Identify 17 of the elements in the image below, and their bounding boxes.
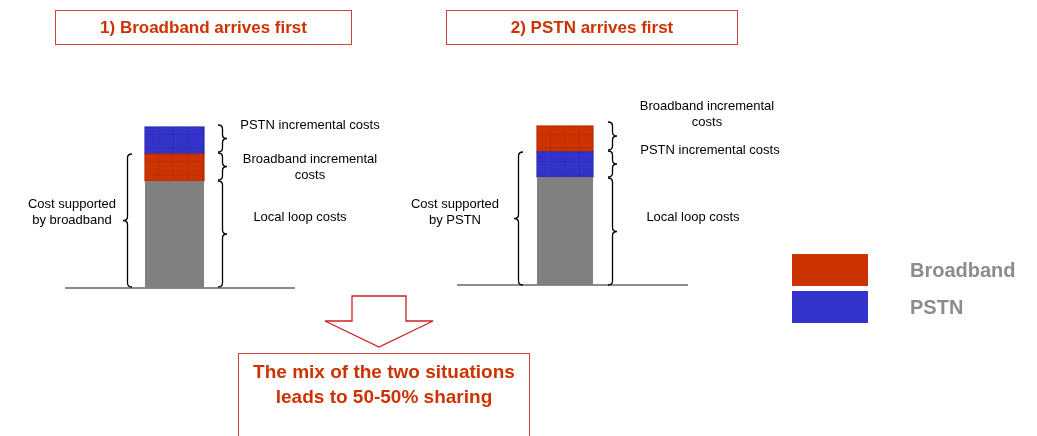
brace-label: PSTN incremental costs: [640, 142, 780, 158]
conclusion-text: The mix of the two situations leads to 50-50% sharing: [252, 360, 516, 409]
block-arrow: [324, 295, 434, 348]
legend-text: Broadband: [910, 259, 1016, 282]
brace-label: Local loop costs: [645, 209, 741, 225]
heading-box: [55, 10, 352, 45]
legend-text: PSTN: [910, 296, 964, 319]
brace-label: Cost supported by broadband: [26, 196, 118, 228]
heading-box: [446, 10, 738, 45]
brace-label: Broadband incremental costs: [638, 98, 776, 130]
heading-text: 2) PSTN arrives first: [510, 17, 674, 39]
brace-label: Broadband incremental costs: [241, 151, 379, 183]
brace-label: PSTN incremental costs: [240, 117, 380, 133]
conclusion-box: [238, 353, 530, 436]
brace-label: Cost supported by PSTN: [410, 196, 500, 228]
brace-label: Local loop costs: [252, 209, 348, 225]
heading-text: 1) Broadband arrives first: [100, 17, 307, 39]
